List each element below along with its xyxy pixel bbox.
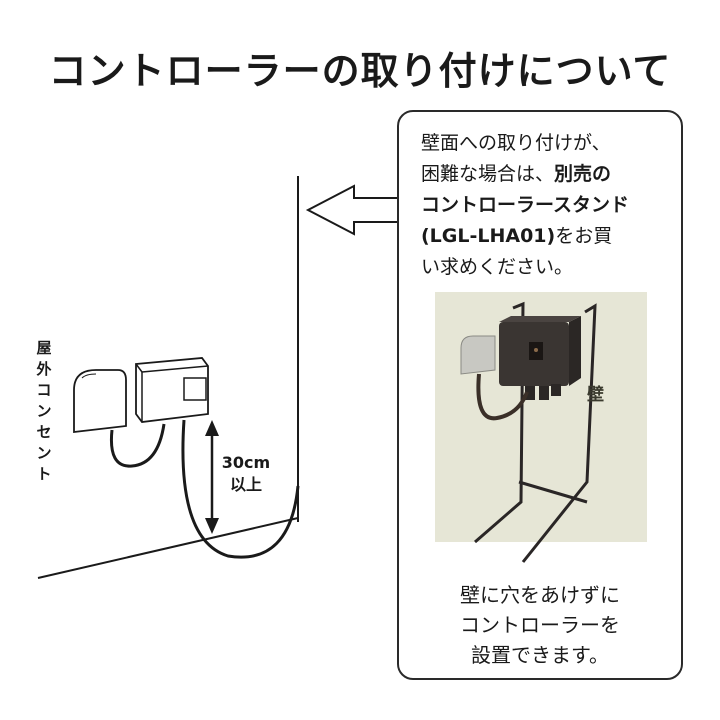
left-arrow-icon (305, 184, 399, 236)
controller-cable (181, 419, 300, 559)
distance-label: 30cm 以上 (221, 453, 271, 494)
callout-box: 壁面への取り付けが、 困難な場合は、別売の コントローラースタンド (LGL-L… (397, 110, 683, 680)
controller-stand-photo (435, 292, 647, 572)
outdoor-outlet-icon (73, 369, 127, 434)
distance-arrow-icon (205, 420, 219, 534)
outlet-cable (109, 423, 166, 468)
page-title: コントローラーの取り付けについて (48, 49, 672, 93)
wall-label: 壁 (587, 385, 604, 405)
callout-text: 壁面への取り付けが、 困難な場合は、別売の コントローラースタンド (LGL-L… (421, 132, 630, 278)
floor-line (37, 517, 299, 579)
controller-box-icon (135, 357, 209, 423)
callout-bottom-text: 壁に穴をあけずに コントローラーを 設置できます。 (460, 583, 620, 667)
outdoor-outlet-label: 屋外コンセント (36, 339, 52, 483)
